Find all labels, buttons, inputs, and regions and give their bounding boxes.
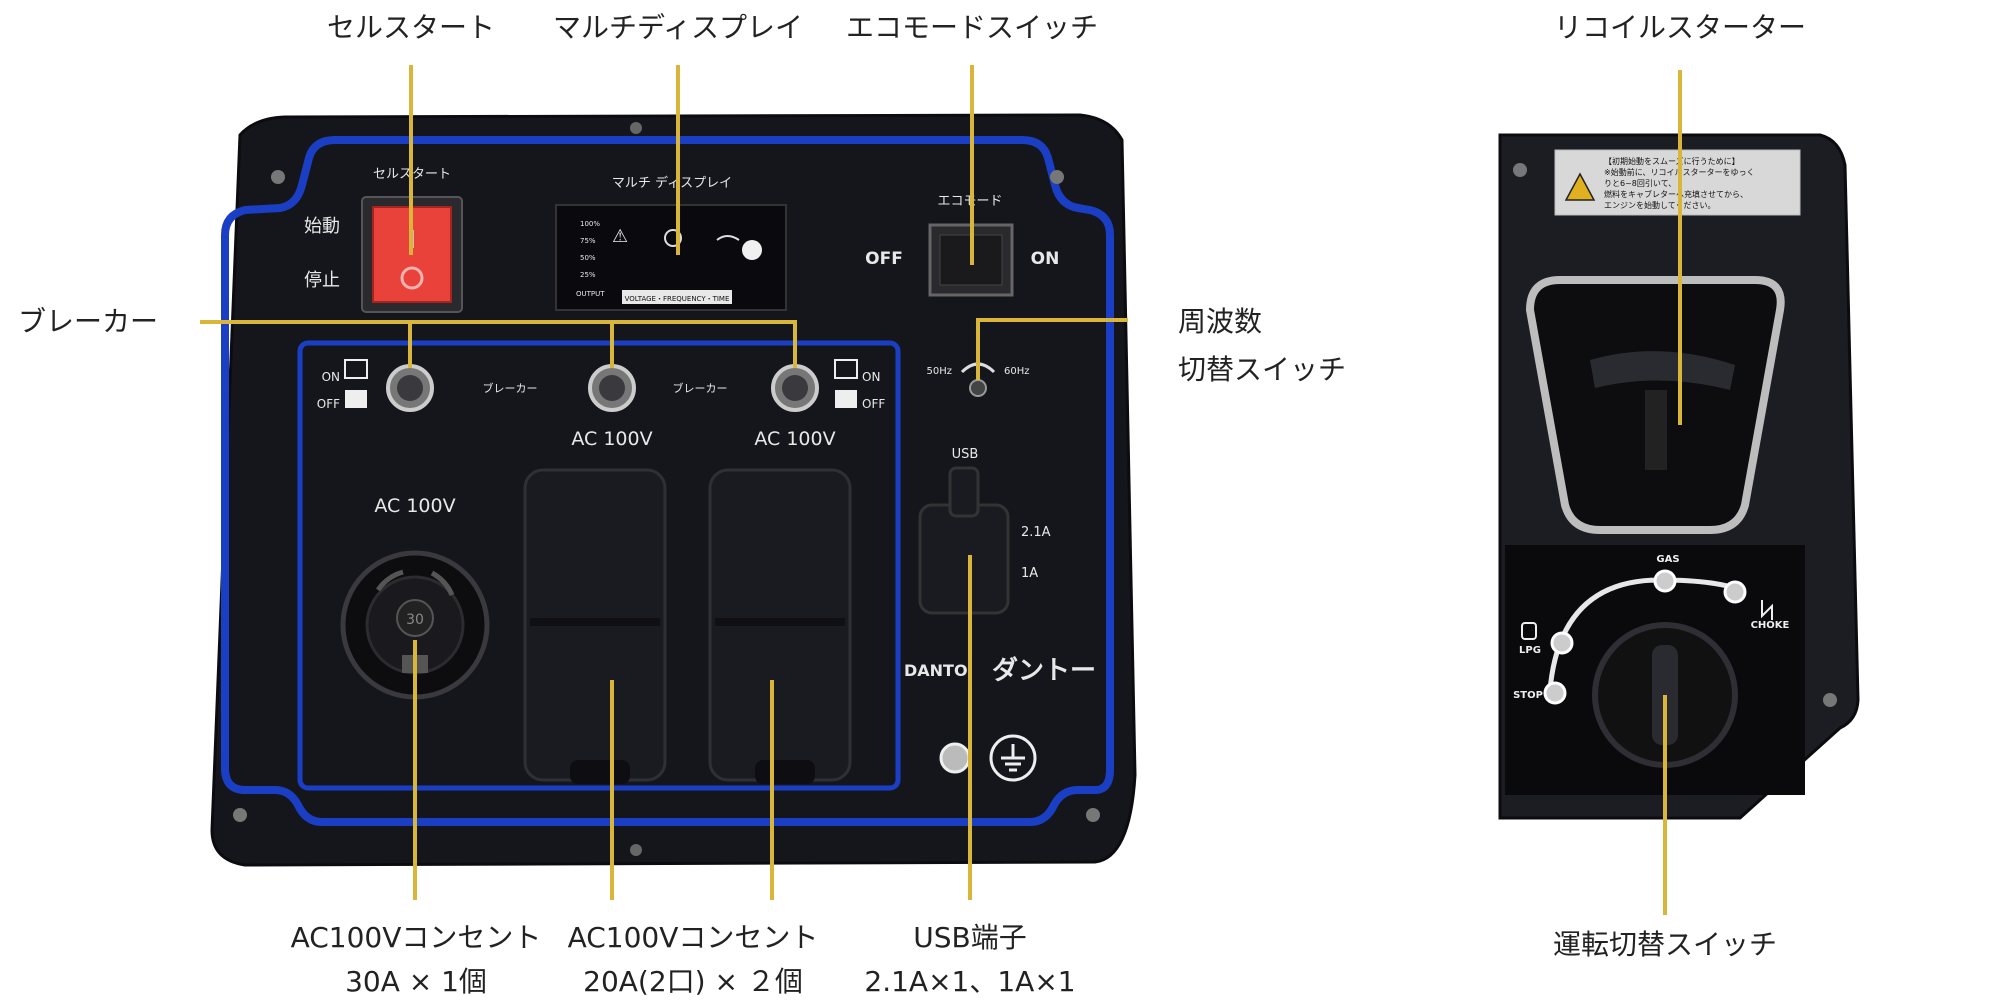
leader-mode-switch [1663,695,1667,915]
leader-multi-display [676,65,680,255]
leader-cell-start [409,65,413,255]
panel-eco-on: ON [1031,249,1060,269]
callout-usb-line1: USB端子 [913,921,1027,954]
panel-freq-50: 50Hz [927,366,953,377]
panel-usb-1a: 1A [1021,566,1038,581]
panel-breaker-off-left: OFF [317,397,340,411]
leader-freq-horizontal [978,318,1128,322]
callout-outlet20-line2: 20A(2口) × ２個 [583,965,803,998]
brand-logo-jp: ダントー [992,655,1096,686]
leader-breaker-horizontal [200,320,797,324]
callout-outlet30-line2: 30A × 1個 [345,965,487,998]
mode-gas-label: GAS [1656,554,1679,565]
callout-breaker: ブレーカー [18,305,159,338]
warning-label [1554,149,1801,216]
brand-logo-en: DANTO [904,661,968,680]
callout-multi-display: マルチディスプレイ [552,11,804,44]
callout-outlet30-line1: AC100Vコンセント [290,921,542,954]
callout-freq-switch-line2: 切替スイッチ [1178,353,1347,386]
warning-line-1: 【初期始動をスムーズに行うために】 [1604,156,1740,166]
mode-stop-label: STOP [1513,690,1543,701]
warning-line-5: エンジンを始動してください。 [1604,200,1716,210]
display-level-50: 50% [580,254,596,262]
leader-breaker-2 [610,320,614,368]
frequency-switch [969,379,987,397]
panel-usb-label: USB [952,447,979,462]
leader-eco-switch [970,65,974,265]
callout-recoil-starter: リコイルスターター [1553,11,1807,44]
panel-ac-label-b: AC 100V [754,428,835,450]
svg-text:⚠: ⚠ [612,226,628,247]
leader-breaker-1 [408,320,412,368]
panel-breaker-off-right: OFF [862,397,885,411]
display-level-25: 25% [580,271,596,279]
warning-line-4: 燃料をキャブレターへ充填させてから、 [1604,189,1748,199]
panel-freq-60: 60Hz [1004,366,1030,377]
leader-outlet-30a [413,640,417,900]
panel-usb-21a: 2.1A [1021,525,1051,540]
leader-usb [968,555,972,900]
display-mode-bar: VOLTAGE・FREQUENCY・TIME [625,295,730,303]
panel-ac-label-a: AC 100V [571,428,652,450]
leader-freq-vertical [976,318,980,380]
warning-line-3: りと6~8回引いて、 [1604,179,1676,188]
callout-eco-switch: エコモードスイッチ [845,11,1099,44]
display-level-100: 100% [580,220,600,228]
leader-outlet-20a-2 [770,680,774,900]
panel-breaker-label-2: ブレーカー [673,381,728,395]
callout-freq-switch-line1: 周波数 [1178,305,1263,338]
panel-start-label: 始動 [304,216,340,237]
panel-stop-label: 停止 [304,270,340,291]
panel-breaker-label-1: ブレーカー [483,381,538,395]
callout-usb-line2: 2.1A×1、1A×1 [864,965,1076,998]
panel-display-title: マルチ ディスプレイ [612,175,732,191]
display-level-output: OUTPUT [576,290,605,298]
display-level-75: 75% [580,237,596,245]
callout-outlet20-line1: AC100Vコンセント [567,921,819,954]
leader-outlet-20a-1 [610,680,614,900]
mode-lpg-label: LPG [1519,645,1541,656]
panel-breaker-on-right: ON [862,370,880,384]
callout-mode-switch: 運転切替スイッチ [1552,928,1778,961]
panel-breaker-on-left: ON [322,370,340,384]
mode-choke-label: CHOKE [1751,620,1790,631]
leader-breaker-3 [793,320,797,368]
panel-eco-off: OFF [865,249,903,269]
leader-recoil-starter [1678,70,1682,425]
panel-ac-label-c: AC 100V [374,495,455,517]
callout-cell-start: セルスタート [326,11,496,44]
outlet-30a-badge: 30 [406,612,424,628]
